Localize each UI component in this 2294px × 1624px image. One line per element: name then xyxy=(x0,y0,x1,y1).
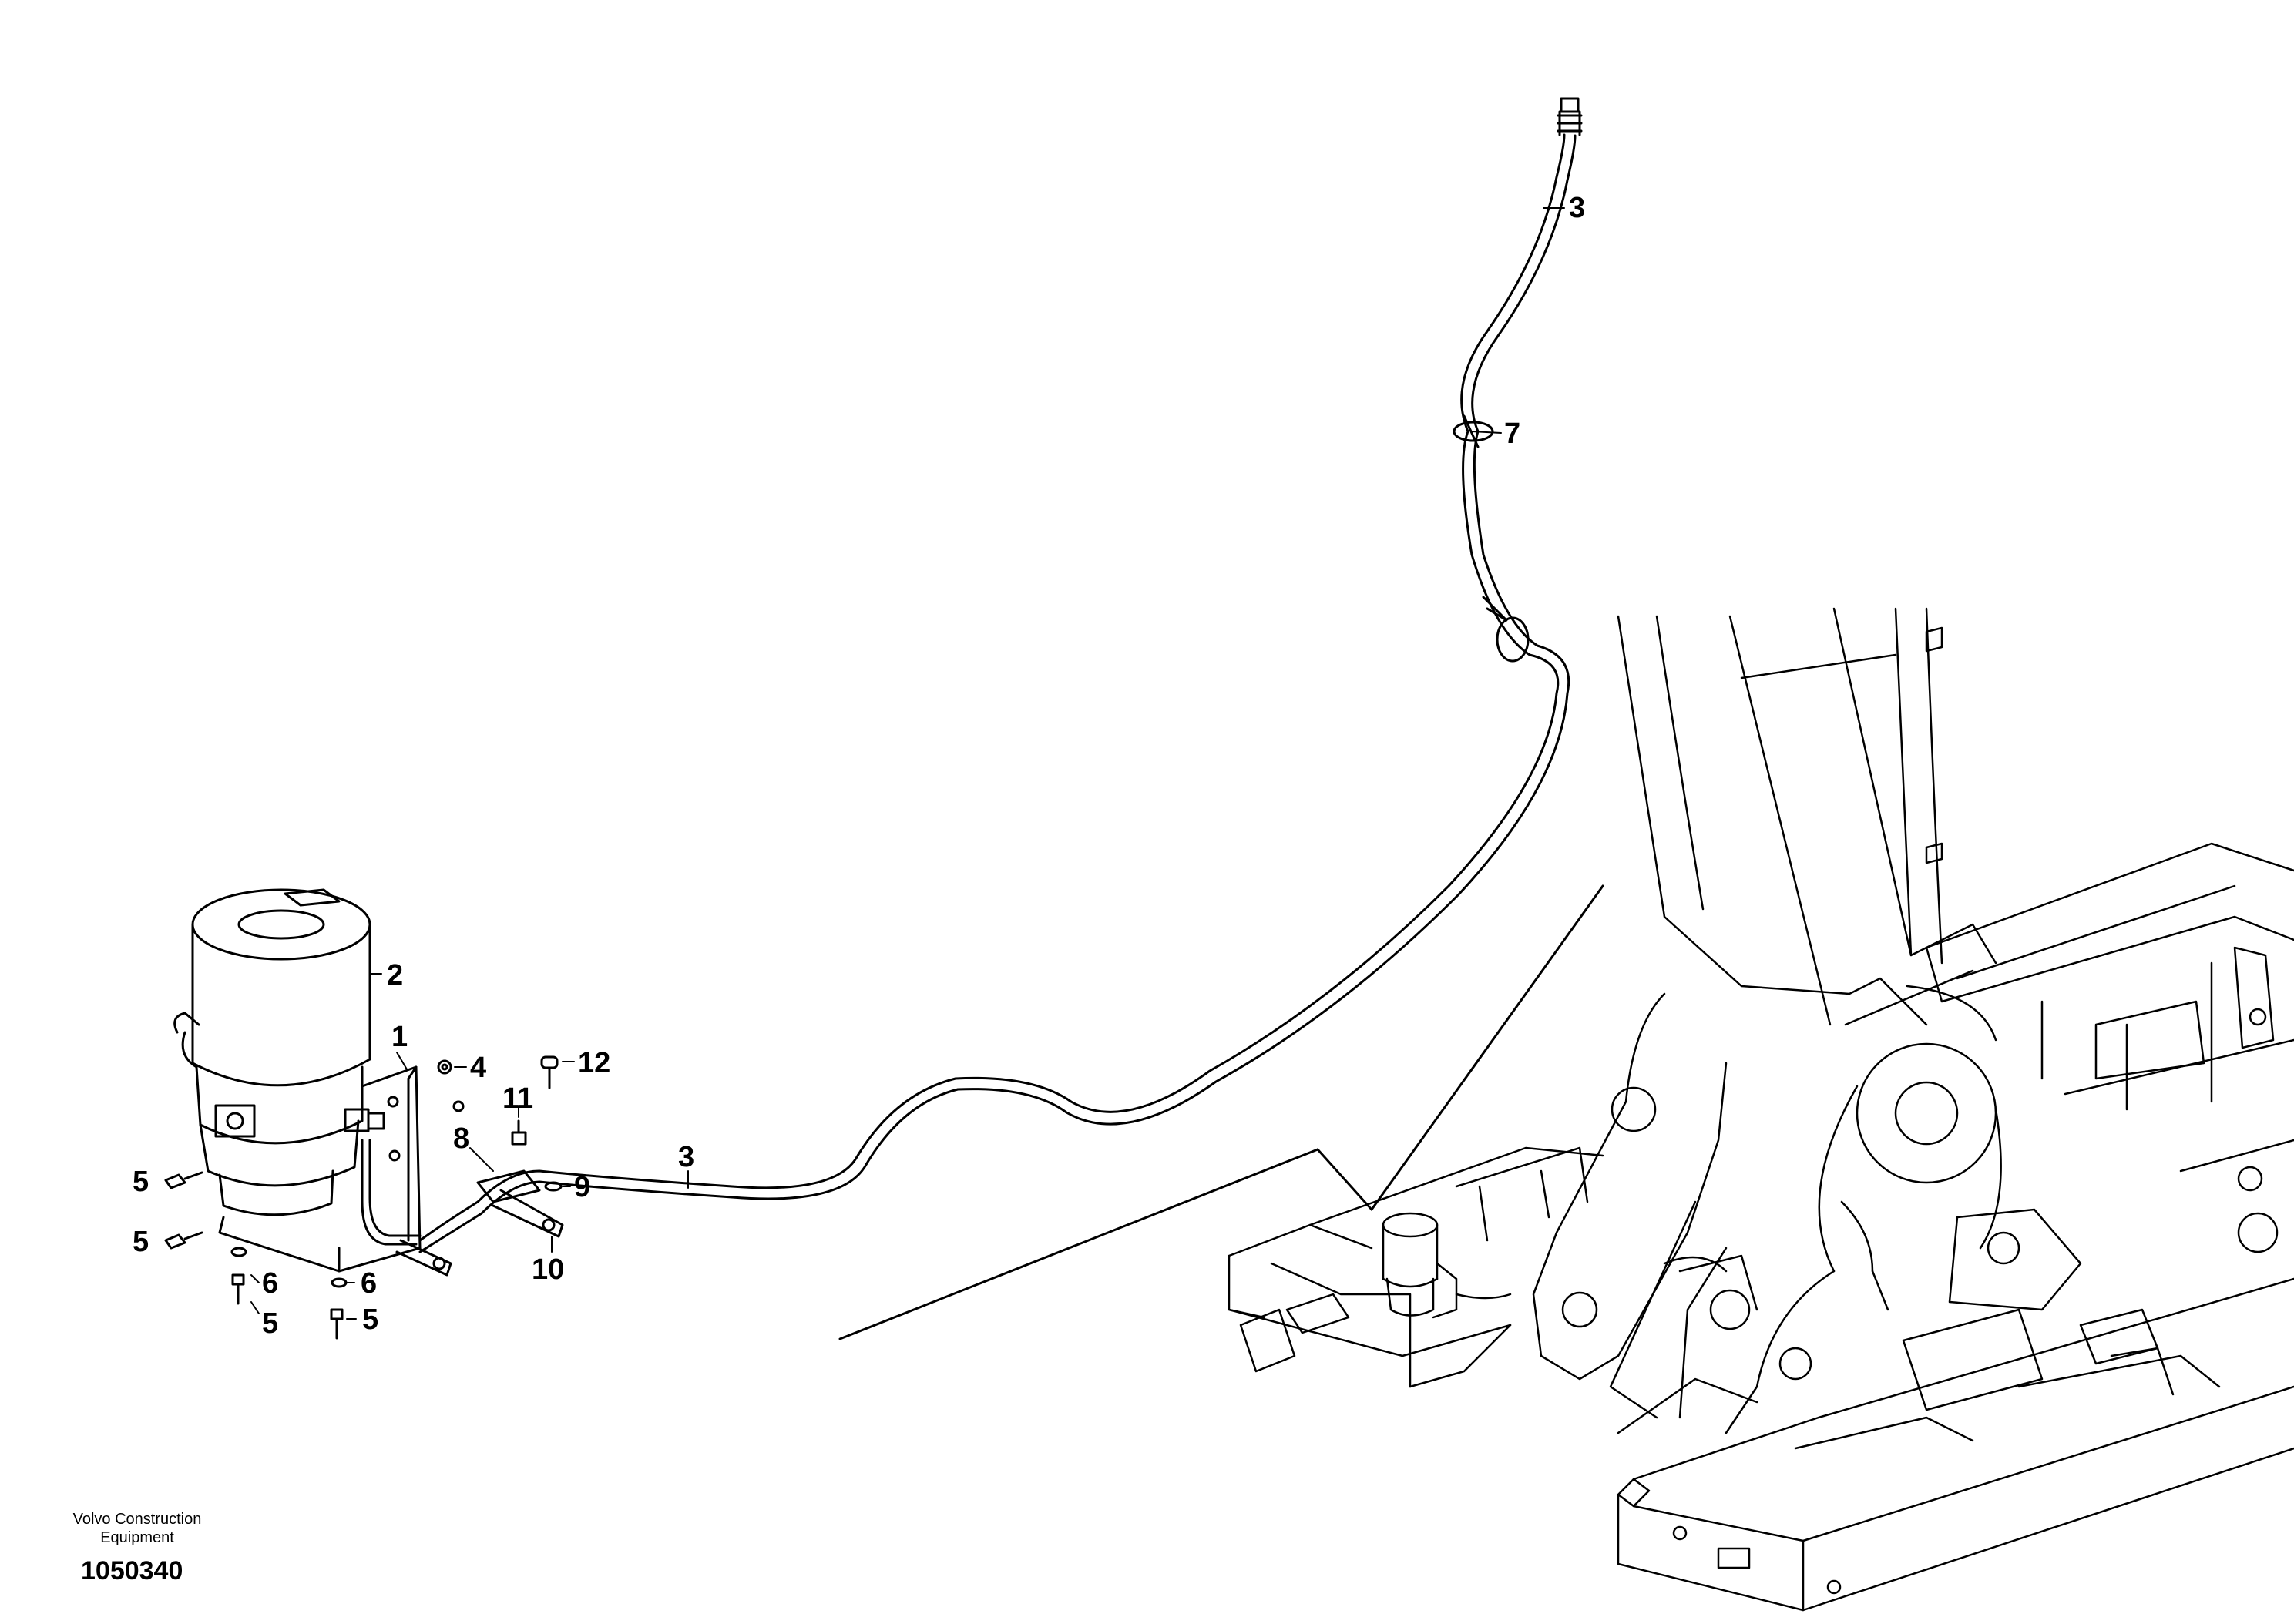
callout-7: 7 xyxy=(1504,418,1520,450)
callout-leaders xyxy=(250,207,1565,1320)
company-name-line1: Volvo Construction xyxy=(73,1511,202,1528)
callout-3-mid: 3 xyxy=(678,1141,694,1173)
callout-11: 11 xyxy=(502,1082,533,1115)
loose-hardware xyxy=(164,1055,563,1340)
callout-12: 12 xyxy=(578,1047,610,1079)
company-name-line2: Equipment xyxy=(100,1529,174,1546)
drawing-number: 1050340 xyxy=(81,1556,183,1585)
callout-6-a: 6 xyxy=(262,1267,278,1300)
lubrication-pump xyxy=(173,888,422,1273)
excavator-frame xyxy=(1228,607,2294,1612)
hose-clamp xyxy=(395,1169,564,1277)
callout-5-a: 5 xyxy=(133,1166,149,1198)
callout-5-c: 5 xyxy=(262,1307,278,1340)
callout-5-b: 5 xyxy=(133,1226,149,1258)
callout-2: 2 xyxy=(387,959,403,992)
cable-ties xyxy=(1453,414,1530,663)
callout-3-top: 3 xyxy=(1569,192,1585,224)
callout-5-d: 5 xyxy=(362,1304,378,1336)
callout-8: 8 xyxy=(453,1122,469,1155)
detail-leader-lines xyxy=(838,884,1604,1340)
callout-4: 4 xyxy=(470,1052,486,1084)
grease-hose xyxy=(418,97,1583,1253)
callout-6-b: 6 xyxy=(361,1267,377,1300)
callout-9: 9 xyxy=(574,1171,590,1203)
callout-1: 1 xyxy=(391,1021,408,1053)
callout-10: 10 xyxy=(532,1253,564,1286)
pump-outlet-hose xyxy=(361,1139,422,1246)
